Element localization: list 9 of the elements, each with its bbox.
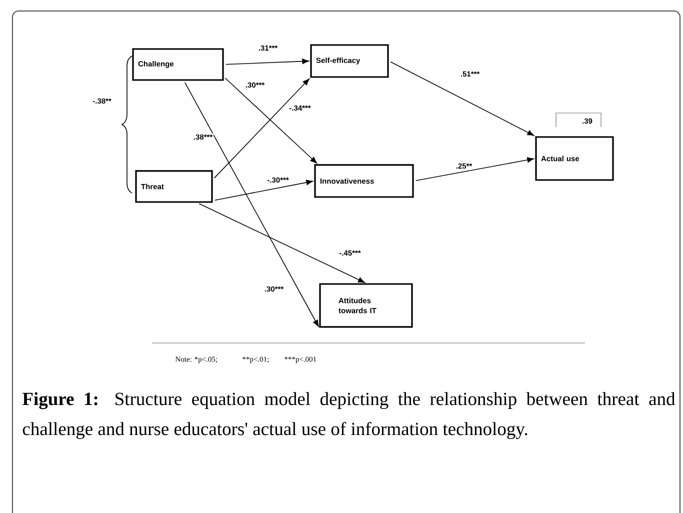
arrow — [214, 180, 313, 201]
figure-caption: Figure 1: Structure equation model depicting the relationship between threat and challenge and nurse educators' actual use of information technology. — [22, 392, 676, 440]
arrow — [198, 203, 365, 283]
arrow — [415, 157, 534, 182]
arrow — [224, 78, 318, 164]
arrow — [225, 58, 309, 65]
arrow — [214, 78, 310, 179]
arrow — [184, 82, 319, 327]
arrow — [390, 62, 534, 136]
